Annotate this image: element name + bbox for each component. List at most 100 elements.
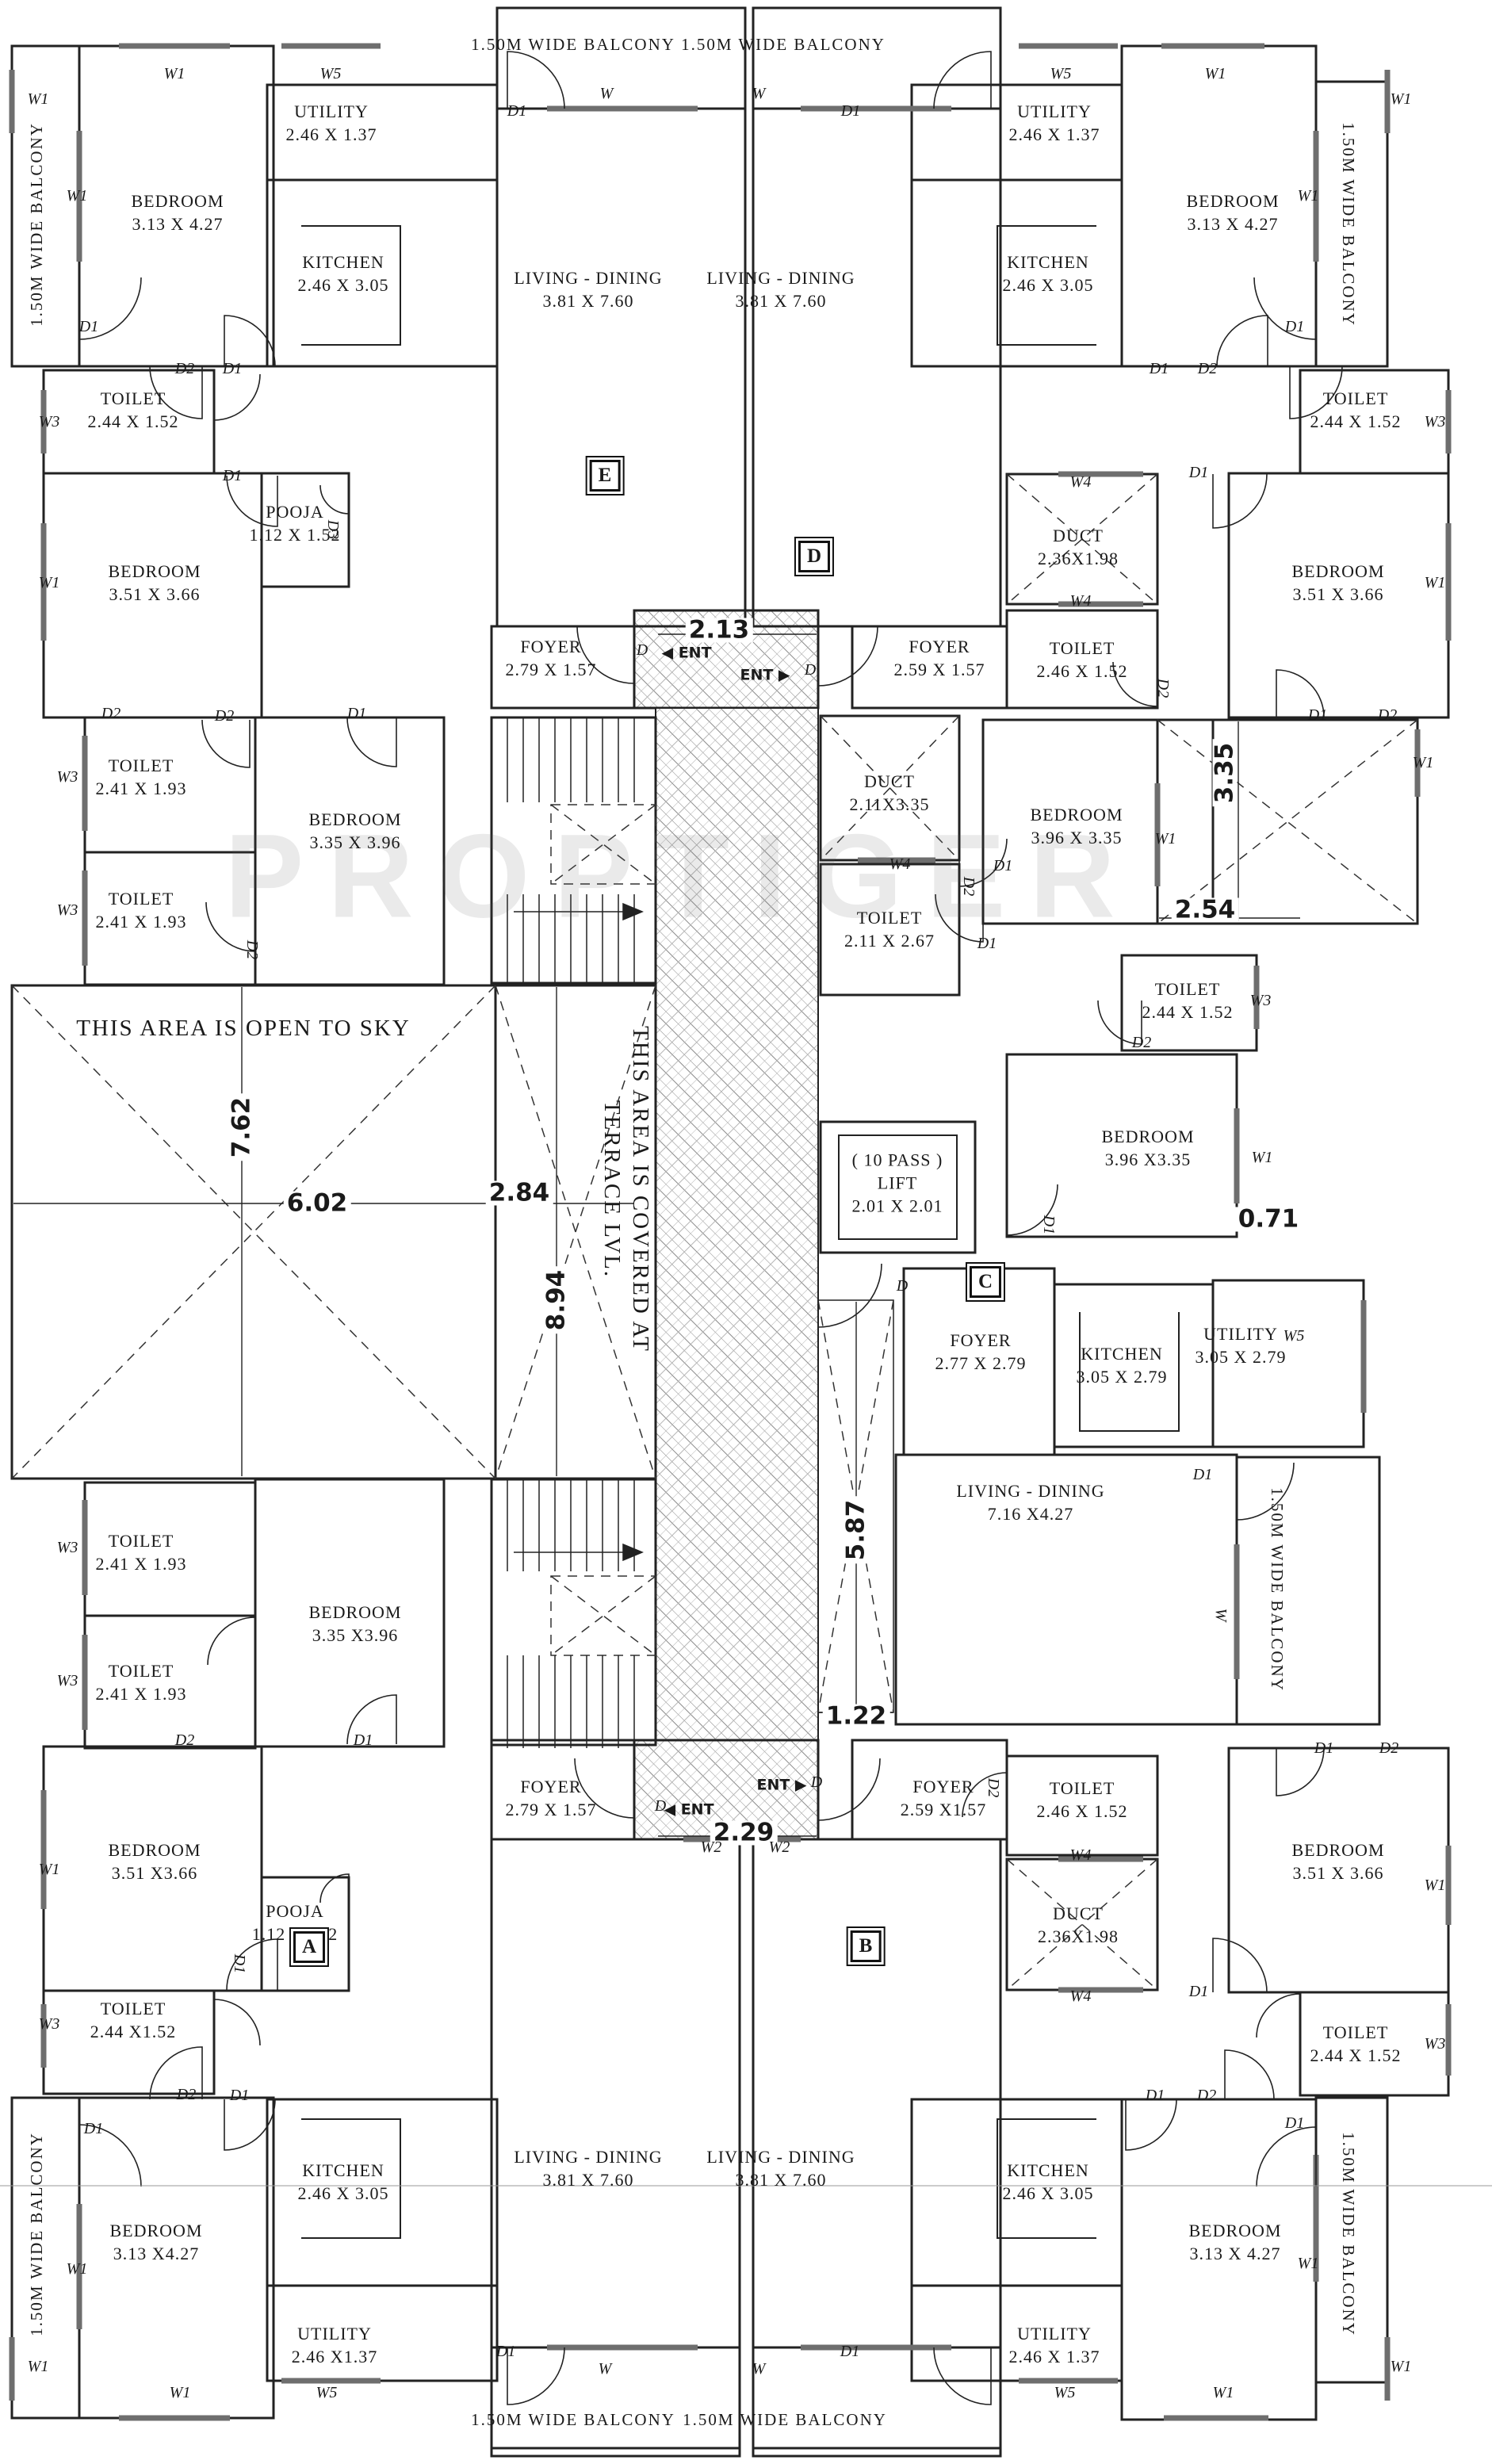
inner-walls: [301, 225, 1180, 2239]
door-window-tag: D1: [1040, 1215, 1058, 1235]
door-window-tag: W1: [66, 2259, 88, 2278]
door-window-tag: W5: [1283, 1326, 1305, 1345]
balcony-label: 1.50M WIDE BALCONY: [683, 2410, 887, 2430]
door-window-tag: W5: [1054, 2383, 1076, 2401]
room-label: TOILET 2.44 X 1.52: [87, 388, 179, 431]
room-label: UTILITY 3.05 X 2.79: [1195, 1323, 1287, 1367]
door-window-tag: W3: [1424, 412, 1446, 430]
room-label: UTILITY 2.46 X 1.37: [1008, 101, 1100, 144]
room-label: DUCT 2.36X1.98: [1038, 525, 1119, 568]
door-window-tag: D2: [243, 939, 262, 960]
room-label: KITCHEN 3.05 X 2.79: [1076, 1343, 1168, 1387]
room-label: BEDROOM 3.51 X 3.66: [1291, 1839, 1385, 1883]
watermark: PROPTIGER: [224, 809, 1139, 943]
room-label: DUCT 2.11X3.35: [849, 771, 930, 814]
door-window-tag: D1: [840, 2342, 860, 2360]
door-window-tag: D1: [993, 856, 1013, 874]
unit-marker: E: [589, 460, 621, 492]
door-window-tag: D1: [229, 2086, 250, 2104]
door-window-tag: W4: [1069, 1987, 1092, 2005]
door-window-tag: W1: [1154, 829, 1176, 847]
room-label: FOYER 2.59 X 1.57: [893, 636, 985, 679]
door-window-tag: W1: [1251, 1148, 1273, 1166]
unit-marker: C: [969, 1266, 1002, 1298]
door-window-tag: D2: [1154, 678, 1173, 698]
dimension-label: 6.02: [283, 1191, 351, 1216]
door-window-tag: W1: [1204, 64, 1226, 82]
door-window-tag: W1: [1390, 2357, 1412, 2375]
door-window-tag: W1: [27, 2357, 49, 2375]
door-window-tag: W1: [38, 1860, 60, 1878]
door-window-tag: D1: [1284, 317, 1305, 335]
door-window-tag: D1: [1149, 359, 1169, 377]
dimension-label: 5.87: [842, 1496, 870, 1564]
door-window-tag: D1: [1188, 463, 1209, 481]
room-label: TOILET 2.46 X 1.52: [1036, 637, 1128, 681]
dashed-crosses: [11, 473, 1418, 1991]
door-window-tag: D1: [1284, 2114, 1305, 2132]
door-window-tag: D1: [346, 704, 367, 722]
dimension-label: 1.22: [822, 1704, 890, 1729]
door-window-tag: W4: [1069, 473, 1092, 491]
door-window-tag: W5: [316, 2383, 338, 2401]
door-window-tag: D2: [985, 1777, 1003, 1798]
door-window-tag: D2: [214, 706, 235, 725]
area-note: THIS AREA IS COVERED AT: [628, 1026, 654, 1353]
door-window-tag: D1: [495, 2342, 516, 2360]
door-window-tag: W1: [1297, 186, 1319, 205]
room-label: BEDROOM 3.13 X 4.27: [1188, 2220, 1282, 2263]
entry-label: ◀ ENT: [664, 1800, 714, 1819]
door-window-tag: D2: [176, 2085, 197, 2103]
room-label: BEDROOM 3.51 X 3.66: [108, 561, 201, 604]
door-window-tag: D1: [1145, 2086, 1165, 2104]
door-window-tag: W2: [768, 1838, 790, 1856]
room-label: BEDROOM 3.35 X3.96: [308, 1601, 402, 1645]
room-label: KITCHEN 2.46 X 3.05: [1002, 2160, 1094, 2203]
door-window-tag: W1: [163, 64, 186, 82]
room-label: TOILET 2.41 X 1.93: [95, 755, 187, 798]
dimension-label: 2.13: [685, 618, 753, 643]
door-window-tag: W: [1212, 1608, 1230, 1622]
room-label: DUCT 2.36X1.98: [1038, 1903, 1119, 1946]
entry-label: ENT ▶: [740, 666, 790, 684]
room-label: BEDROOM 3.51 X 3.66: [1291, 561, 1385, 604]
door-window-tag: D: [636, 641, 648, 659]
dimension-label: 2.29: [710, 1820, 778, 1846]
door-window-tag: W: [599, 84, 614, 102]
door-window-tag: D: [896, 1276, 909, 1295]
room-label: LIVING - DINING 3.81 X 7.60: [706, 2146, 855, 2190]
room-label: TOILET 2.44 X1.52: [90, 1998, 177, 2041]
door-window-tag: W2: [700, 1838, 722, 1856]
door-window-tag: W1: [27, 90, 49, 108]
door-window-tag: D: [810, 1773, 823, 1791]
door-window-tag: D1: [222, 359, 243, 377]
room-label: TOILET 2.46 X 1.52: [1036, 1777, 1128, 1821]
door-window-tag: D2: [1196, 2086, 1217, 2104]
room-label: POOJA 1.12 X 1.52: [249, 501, 341, 545]
room-label: UTILITY 2.46 X1.37: [291, 2323, 378, 2366]
door-window-tag: D2: [1377, 706, 1398, 724]
room-label: ( 10 PASS ) LIFT 2.01 X 2.01: [851, 1150, 943, 1216]
door-window-tag: D1: [840, 101, 861, 120]
room-label: LIVING - DINING 3.81 X 7.60: [514, 2146, 663, 2190]
door-window-tag: W1: [1212, 2383, 1234, 2401]
door-window-tag: D1: [1192, 1465, 1213, 1483]
door-window-tag: D: [804, 660, 817, 679]
balcony-label: 1.50M WIDE BALCONY: [1338, 122, 1358, 327]
door-window-tag: D2: [960, 876, 978, 897]
door-window-tag: D1: [78, 317, 99, 335]
door-window-tag: W1: [1424, 1876, 1446, 1894]
room-label: LIVING - DINING 3.81 X 7.60: [514, 267, 663, 311]
door-window-tag: D1: [1307, 706, 1328, 724]
balcony-label: 1.50M WIDE BALCONY: [1267, 1487, 1287, 1692]
room-label: TOILET 2.44 X 1.52: [1310, 2022, 1402, 2065]
door-window-tag: W5: [319, 64, 342, 82]
room-label: UTILITY 2.46 X 1.37: [285, 101, 377, 144]
dimension-label: 3.35: [1211, 739, 1239, 807]
door-window-tag: W: [752, 84, 766, 102]
balcony-label: 1.50M WIDE BALCONY: [1338, 2132, 1358, 2336]
door-window-tag: W1: [1390, 90, 1412, 108]
door-window-tag: W1: [1424, 573, 1446, 591]
